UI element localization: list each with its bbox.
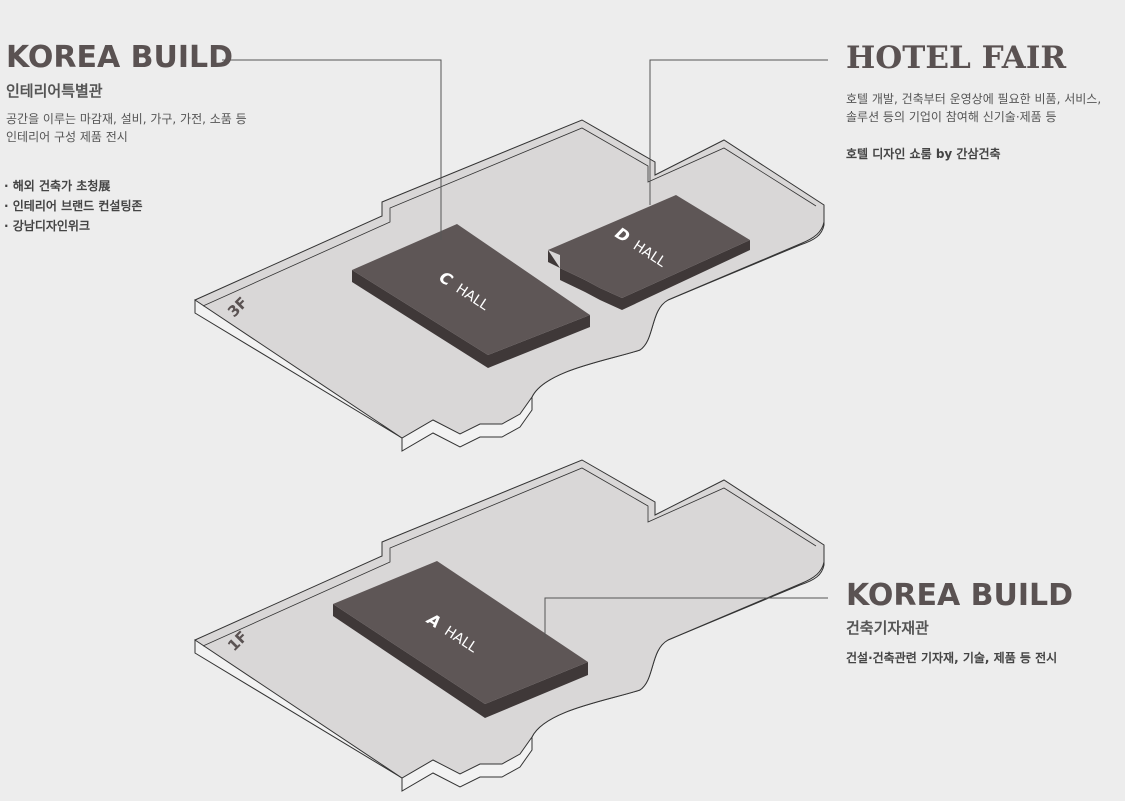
korea-build-top-desc: 공간을 이루는 마감재, 설비, 가구, 가전, 소품 등 인테리어 구성 제품… — [6, 112, 247, 144]
korea-build-bottom-title: KOREA BUILD — [846, 578, 1074, 613]
hotel-fair-highlight: 호텔 디자인 쇼룸 by 간삼건축 — [846, 147, 1001, 161]
bullet-item: · 해외 건축가 초청展 — [4, 179, 111, 193]
bullet-item: · 강남디자인위크 — [4, 219, 91, 233]
bullet-item: · 인테리어 브랜드 컨설팅존 — [4, 199, 143, 213]
korea-build-bottom-subtitle: 건축기자재관 — [846, 619, 929, 637]
korea-build-top-title: KOREA BUILD — [6, 40, 234, 75]
hall-a-block[interactable] — [333, 561, 588, 718]
leader-line-hotel-fair — [649, 59, 828, 205]
hall-d-block[interactable] — [548, 195, 750, 310]
korea-build-bottom-desc: 건설·건축관련 기자재, 기술, 제품 등 전시 — [846, 651, 1058, 665]
hotel-fair-desc: 호텔 개발, 건축부터 운영상에 필요한 비품, 서비스, 솔루션 등의 기업이… — [846, 92, 1102, 124]
leader-line-korea-build-bottom — [544, 597, 828, 640]
hotel-fair-title: HOTEL FAIR — [846, 40, 1067, 76]
leader-line-korea-build-top — [222, 59, 442, 240]
korea-build-top-bullets: · 해외 건축가 초청展 · 인테리어 브랜드 컨설팅존 · 강남디자인위크 — [4, 176, 143, 236]
hall-c-block[interactable] — [352, 224, 590, 368]
korea-build-top-subtitle: 인테리어특별관 — [6, 82, 103, 100]
